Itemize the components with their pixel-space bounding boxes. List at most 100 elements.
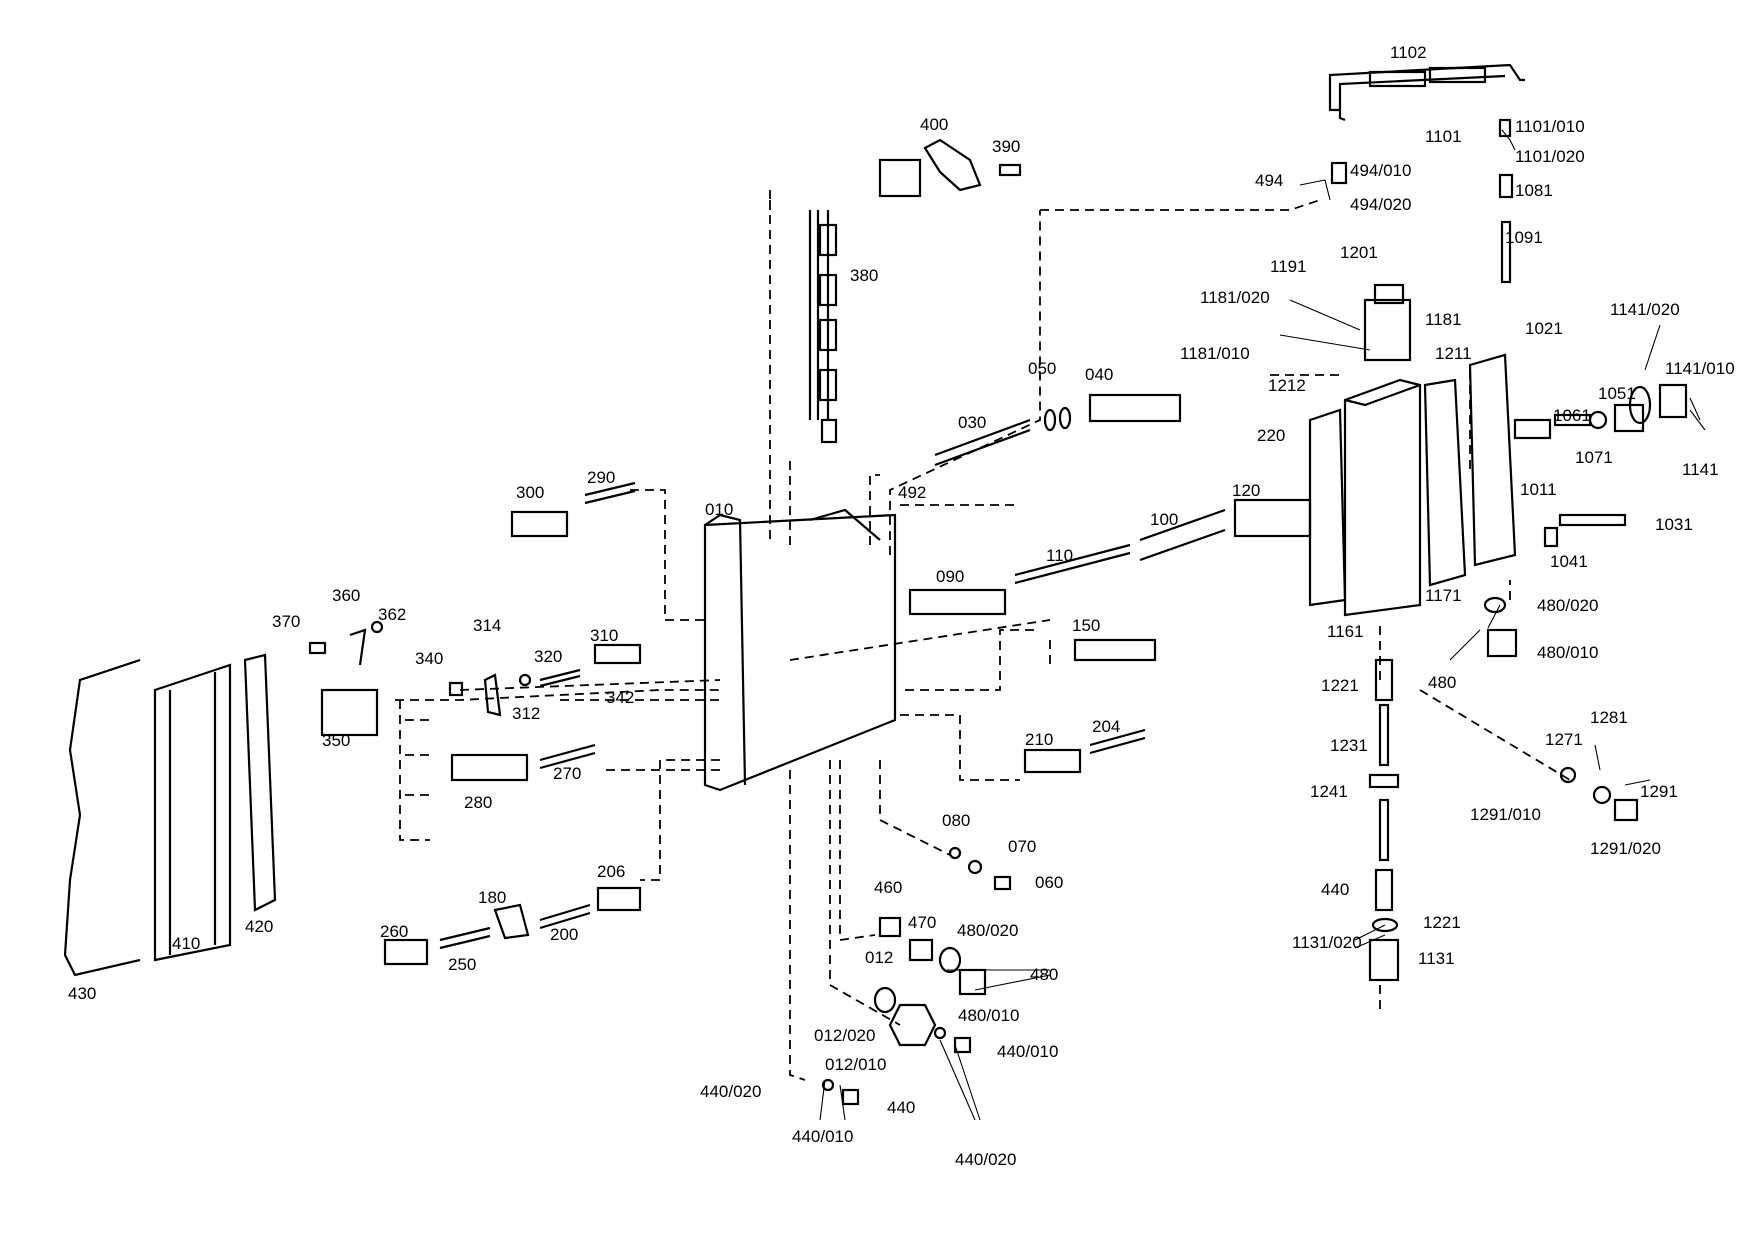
callout-1211: 1211 — [1435, 344, 1472, 363]
callout-012-020: 012/020 — [814, 1026, 875, 1045]
callout-1181-010: 1181/010 — [1180, 344, 1250, 363]
callout-1021: 1021 — [1525, 319, 1563, 338]
callout-012-010: 012/010 — [825, 1055, 886, 1074]
callout-150: 150 — [1072, 616, 1100, 635]
callout-1031: 1031 — [1655, 515, 1693, 534]
callout-1131: 1131 — [1418, 949, 1455, 968]
callout-040: 040 — [1085, 365, 1113, 384]
callout-1101-010: 1101/010 — [1515, 117, 1585, 136]
callout-1071: 1071 — [1575, 448, 1613, 467]
callout-1061: 1061 — [1553, 406, 1591, 425]
callout-1291: 1291 — [1640, 782, 1678, 801]
leader-lines — [819, 129, 1706, 1121]
callout-400: 400 — [920, 115, 948, 134]
callout-010: 010 — [705, 500, 733, 519]
callout-290: 290 — [587, 468, 615, 487]
callout-1161: 1161 — [1327, 622, 1364, 641]
callout-360: 360 — [332, 586, 360, 605]
callout-060: 060 — [1035, 873, 1063, 892]
callout-494-010: 494/010 — [1350, 161, 1411, 180]
callout-460: 460 — [874, 878, 902, 897]
callout-494-020: 494/020 — [1350, 195, 1411, 214]
callout-200: 200 — [550, 925, 578, 944]
callout-080: 080 — [942, 811, 970, 830]
callout-1131-020: 1131/020 — [1292, 933, 1362, 952]
callout-250: 250 — [448, 955, 476, 974]
callout-1171: 1171 — [1425, 586, 1462, 605]
callout-280: 280 — [464, 793, 492, 812]
callout-220: 220 — [1257, 426, 1285, 445]
callout-480-010: 480/010 — [958, 1006, 1019, 1025]
callout-1221: 1221 — [1423, 913, 1461, 932]
callout-480-010: 480/010 — [1537, 643, 1598, 662]
callout-210: 210 — [1025, 730, 1053, 749]
callout-206: 206 — [597, 862, 625, 881]
callout-440-010: 440/010 — [997, 1042, 1058, 1061]
callout-1051: 1051 — [1598, 384, 1636, 403]
part-drawings — [63, 63, 1688, 1106]
assembly-lines — [395, 190, 1571, 1081]
callout-1212: 1212 — [1268, 376, 1306, 395]
callout-480: 480 — [1428, 673, 1456, 692]
callout-480-020: 480/020 — [957, 921, 1018, 940]
callout-100: 100 — [1150, 510, 1178, 529]
callout-380: 380 — [850, 266, 878, 285]
callout-120: 120 — [1232, 481, 1260, 500]
callout-090: 090 — [936, 567, 964, 586]
callout-350: 350 — [322, 731, 350, 750]
callout-300: 300 — [516, 483, 544, 502]
callout-440: 440 — [887, 1098, 915, 1117]
callout-440-010: 440/010 — [792, 1127, 853, 1146]
callout-1291-020: 1291/020 — [1590, 839, 1661, 858]
callout-1011: 1011 — [1520, 480, 1557, 499]
callout-1271: 1271 — [1545, 730, 1583, 749]
callout-1281: 1281 — [1590, 708, 1628, 727]
callout-1141: 1141 — [1682, 460, 1719, 479]
callout-070: 070 — [1008, 837, 1036, 856]
callout-370: 370 — [272, 612, 300, 631]
callout-1291-010: 1291/010 — [1470, 805, 1541, 824]
callout-260: 260 — [380, 922, 408, 941]
callout-362: 362 — [378, 605, 406, 624]
callout-1141-010: 1141/010 — [1665, 359, 1735, 378]
callout-180: 180 — [478, 888, 506, 907]
callout-342: 342 — [606, 688, 634, 707]
callout-1181: 1181 — [1425, 310, 1462, 329]
callout-420: 420 — [245, 917, 273, 936]
callout-440-020: 440/020 — [700, 1082, 761, 1101]
callout-1081: 1081 — [1515, 181, 1553, 200]
callout-492: 492 — [898, 483, 926, 502]
callout-1181-020: 1181/020 — [1200, 288, 1270, 307]
callout-1041: 1041 — [1550, 552, 1588, 571]
callout-1241: 1241 — [1310, 782, 1348, 801]
callout-480: 480 — [1030, 965, 1058, 984]
callout-204: 204 — [1092, 717, 1120, 736]
callout-314: 314 — [473, 616, 501, 635]
callout-1231: 1231 — [1330, 736, 1368, 755]
callout-1141-020: 1141/020 — [1610, 300, 1680, 319]
callout-1221: 1221 — [1321, 676, 1359, 695]
callout-050: 050 — [1028, 359, 1056, 378]
callout-1102: 1102 — [1390, 43, 1427, 62]
callout-494: 494 — [1255, 171, 1283, 190]
part-callouts: 1102 1101 1101/010 1101/020 494 494/010 494/02… — [68, 43, 1735, 1169]
callout-320: 320 — [534, 647, 562, 666]
callout-470: 470 — [908, 913, 936, 932]
callout-1101: 1101 — [1425, 127, 1462, 146]
callout-110: 110 — [1046, 546, 1073, 565]
callout-1091: 1091 — [1505, 228, 1543, 247]
callout-312: 312 — [512, 704, 540, 723]
callout-480-020: 480/020 — [1537, 596, 1598, 615]
callout-1101-020: 1101/020 — [1515, 147, 1585, 166]
callout-1191: 1191 — [1270, 257, 1307, 276]
callout-012: 012 — [865, 948, 893, 967]
callout-440-020: 440/020 — [955, 1150, 1016, 1169]
callout-390: 390 — [992, 137, 1020, 156]
callout-410: 410 — [172, 934, 200, 953]
callout-440: 440 — [1321, 880, 1349, 899]
callout-310: 310 — [590, 626, 618, 645]
callout-1201: 1201 — [1340, 243, 1378, 262]
callout-030: 030 — [958, 413, 986, 432]
callout-430: 430 — [68, 984, 96, 1003]
